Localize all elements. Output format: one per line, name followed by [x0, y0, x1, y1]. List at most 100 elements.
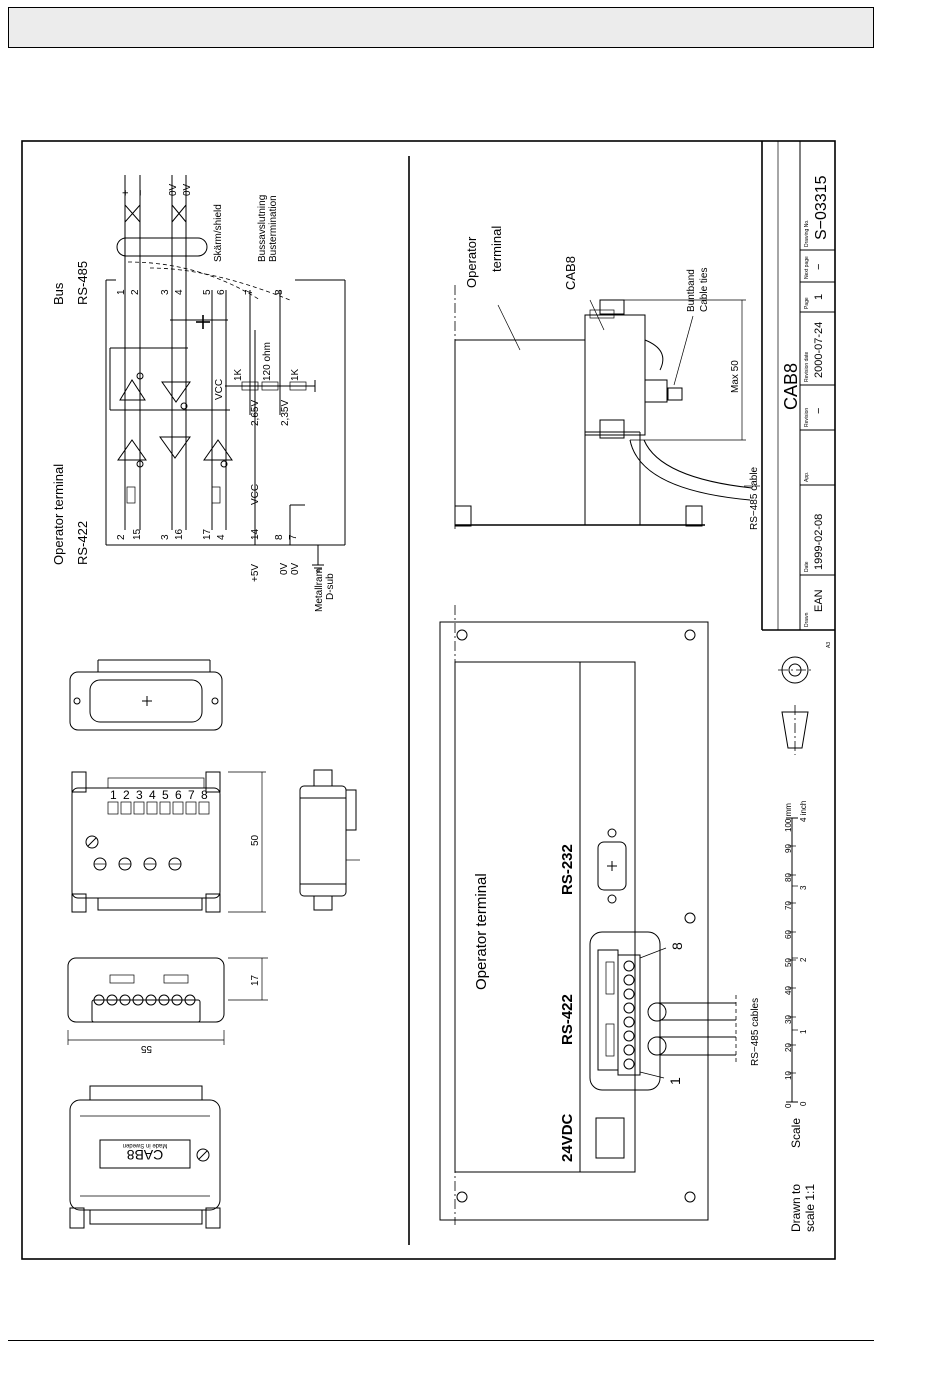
cab8-label: CAB8	[127, 1147, 164, 1163]
back-terminal-screws	[623, 960, 635, 1070]
tb-date: 1999-02-08	[813, 514, 825, 570]
bus-pin-7: 7	[244, 289, 255, 295]
inch-3: 3	[799, 885, 808, 890]
mm-50: 50	[784, 958, 793, 967]
max50-label: Max 50	[730, 360, 741, 393]
back-n8: 8	[669, 942, 685, 950]
tb-revision-date: 2000-07-24	[813, 322, 825, 378]
vcc-label-2: VCC	[250, 484, 261, 505]
mm-0: 0	[784, 1103, 793, 1108]
tb-revision: −	[813, 408, 825, 414]
mm-80: 80	[784, 873, 793, 882]
rs485-cable-label: RS−485 cable	[749, 466, 760, 530]
tb-next-page: −	[813, 264, 825, 270]
resistor-1k-a: 1K	[233, 368, 244, 381]
tb-title: CAB8	[781, 363, 801, 410]
inch-1: 1	[799, 1029, 808, 1034]
header-bar	[8, 7, 874, 48]
bus-pin-4: 4	[174, 289, 185, 295]
tn-3: 3	[136, 788, 143, 802]
tb-page: 1	[813, 294, 825, 300]
inch-4: 4 inch	[799, 801, 808, 822]
side-terminal: terminal	[489, 226, 504, 272]
back-title: Operator terminal	[473, 873, 490, 990]
pin-2: 2	[116, 534, 127, 540]
tb-drawing-no-label: Drawing No.	[804, 219, 810, 247]
pin-15: 15	[132, 528, 143, 540]
bus-pin-6: 6	[216, 289, 227, 295]
rs422-label: RS-422	[559, 994, 576, 1045]
dim-17: 17	[250, 974, 261, 986]
mm-40: 40	[784, 986, 793, 995]
scale11-label: scale 1:1	[803, 1184, 817, 1232]
vcc-label-1: VCC	[214, 379, 225, 400]
bus-plus: +	[120, 190, 132, 196]
side-cab8: CAB8	[563, 256, 578, 290]
resistor-1k-b: 1K	[290, 368, 301, 381]
side-mount-view: Operator terminal CAB8 Buntband Cable ti…	[454, 226, 760, 530]
tb-sheet: A3	[826, 642, 832, 648]
ov-label-1: 0V	[168, 183, 179, 196]
terminal-screws	[93, 994, 196, 1006]
cable-ties-label: Cable ties	[699, 268, 710, 312]
pin-8: 8	[274, 534, 285, 540]
scale-bar: 0 10 20 30 40 50 60 70 80 90 100 mm 0 1 …	[784, 801, 817, 1232]
dsub-label: D-sub	[325, 573, 336, 600]
rs485-cables-label: RS−485 cables	[750, 998, 761, 1066]
tb-drawn-label: Drawn	[804, 612, 810, 627]
tn-7: 7	[188, 788, 195, 802]
wiring-schematic: Bus RS-485 Operator terminal RS-422 Skär…	[51, 175, 346, 612]
inch-0: 0	[799, 1101, 808, 1106]
vdc-label: 24VDC	[559, 1113, 576, 1162]
mm-30: 30	[784, 1015, 793, 1024]
ov-label-2: 0V	[182, 183, 193, 196]
plus5v-label: +5V	[250, 564, 261, 582]
connector-side-view: 55 17	[67, 957, 268, 1054]
term-en-label: Bustermination	[268, 195, 279, 262]
tb-drawn: EAN	[813, 589, 825, 612]
drawing-frame	[21, 140, 836, 1260]
bus-std: RS-485	[75, 261, 90, 305]
tn-4: 4	[149, 788, 156, 802]
title-block: Drawn EAN Date 1999-02-08 App. Revision …	[761, 141, 835, 648]
bus-pin-5: 5	[202, 289, 213, 295]
term-sv-label: Bussavslutning	[257, 195, 268, 262]
pin-14: 14	[250, 528, 261, 540]
shield-label: Skärm/shield	[213, 204, 224, 262]
volt-265: 2,65V	[250, 400, 261, 426]
tb-revision-date-label: Revision date	[804, 351, 810, 382]
drawn-to-label: Drawn to	[789, 1184, 803, 1232]
connector-bottom-view: CAB8 Made in Sweden	[69, 1085, 221, 1229]
pin-7: 7	[288, 534, 299, 540]
connector-top-view: 1 2 3 4 5 6 7 8 50	[71, 771, 266, 913]
metallram-label: Metallram	[314, 568, 325, 612]
mm-70: 70	[784, 901, 793, 910]
inch-2: 2	[799, 957, 808, 962]
side-operator: Operator	[464, 236, 479, 288]
mm-100: 100 mm	[784, 803, 793, 832]
rs232-label: RS-232	[559, 844, 576, 895]
terminal-std: RS-422	[75, 521, 90, 565]
tn-8: 8	[201, 788, 208, 802]
made-in-label: Made in Sweden	[123, 1142, 168, 1148]
tn-5: 5	[162, 788, 169, 802]
bus-pin-8: 8	[274, 289, 285, 295]
tb-revision-label: Revision	[804, 408, 810, 427]
back-panel-view: Operator terminal RS-232 RS-422 24VDC RS…	[439, 605, 761, 1225]
volt-235: 2,35V	[280, 400, 291, 426]
dim-50: 50	[250, 834, 261, 846]
mm-60: 60	[784, 930, 793, 939]
mm-10: 10	[784, 1071, 793, 1080]
tb-date-label: Date	[804, 561, 810, 572]
pin-3: 3	[160, 534, 171, 540]
bus-title: Bus	[51, 282, 66, 305]
buntband-label: Buntband	[686, 269, 697, 312]
tn-2: 2	[123, 788, 130, 802]
resistor-120: 120 ohm	[262, 342, 273, 381]
connector-front-view	[69, 659, 223, 731]
zero-v-a: 0V	[279, 562, 290, 575]
terminal-blocks	[107, 777, 210, 815]
tb-drawing-no: S−03315	[813, 175, 830, 240]
tb-page-label: Page	[804, 297, 810, 309]
